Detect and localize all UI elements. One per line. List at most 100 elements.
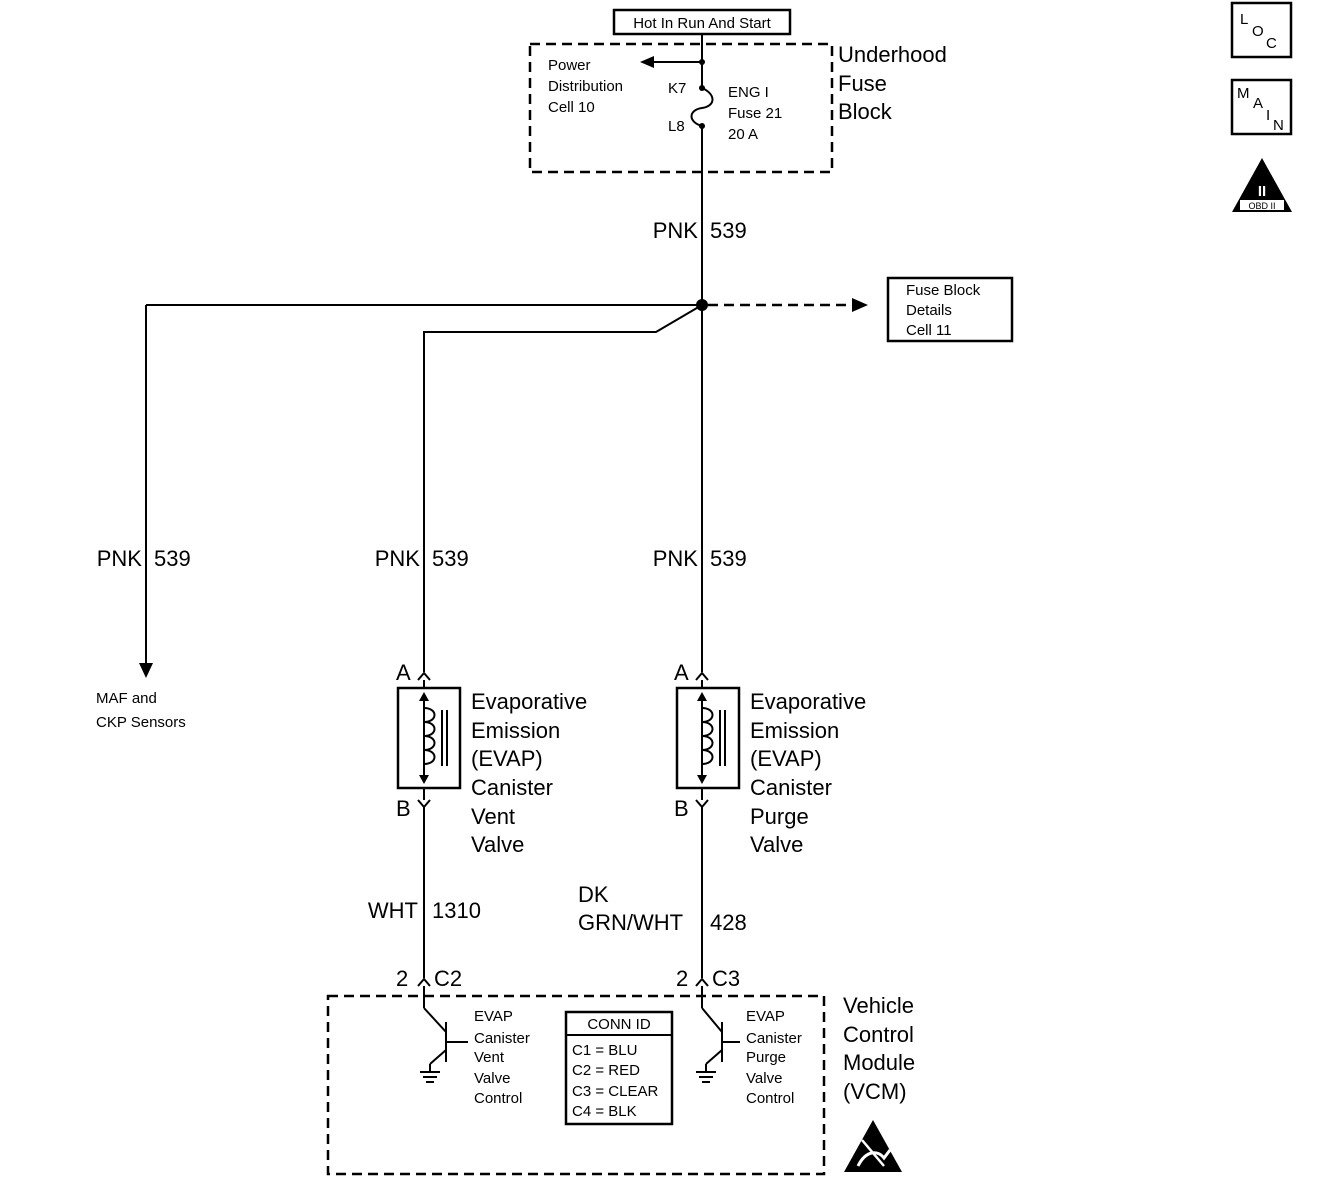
power-distribution-label: Power Distribution Cell 10 (548, 57, 623, 116)
svg-text:EVAP: EVAP (474, 1008, 513, 1025)
svg-text:Power: Power (548, 57, 591, 74)
ref-arrow-head (852, 298, 868, 312)
conn-id-row: C1 = BLU (572, 1042, 637, 1059)
svg-text:A: A (1253, 95, 1263, 112)
svg-text:Fuse 21: Fuse 21 (728, 105, 782, 122)
left-arrow-head (139, 663, 153, 678)
purge-supply-color: PNK (653, 546, 699, 571)
coil-icon (701, 707, 714, 765)
main-icon: M A I N (1230, 78, 1293, 136)
conn-id-table: CONN ID C1 = BLU C2 = RED C3 = CLEAR C4 … (564, 1010, 674, 1126)
fuse-icon (690, 87, 714, 127)
svg-text:Valve: Valve (746, 1070, 782, 1087)
svg-text:Purge: Purge (746, 1049, 786, 1066)
svg-text:Control: Control (474, 1090, 522, 1107)
vent-pin-b: B (396, 796, 411, 821)
vent-supply-wire (423, 304, 703, 672)
svg-text:Distribution: Distribution (548, 78, 623, 95)
loc-icon: L O C (1230, 1, 1293, 59)
conn-id-row: C4 = BLK (572, 1103, 637, 1120)
svg-text:Control: Control (843, 1022, 914, 1047)
vcm-title: Vehicle Control Module (VCM) (843, 993, 915, 1104)
vent-output-circuit: 1310 (432, 898, 481, 923)
connector-icon (417, 671, 431, 681)
svg-text:M: M (1237, 85, 1250, 102)
purge-pin-a: A (674, 660, 689, 685)
connector-icon (695, 799, 709, 809)
svg-text:CKP Sensors: CKP Sensors (96, 714, 186, 731)
vcm-vent-connector: C2 (434, 966, 462, 991)
svg-text:Block: Block (838, 99, 893, 124)
obd-ii-icon: II OBD II (1232, 158, 1292, 212)
solenoid-box (396, 686, 462, 790)
vent-supply-circuit: 539 (432, 546, 469, 571)
vcm-outline (326, 994, 826, 1176)
svg-text:Canister: Canister (750, 775, 832, 800)
purge-output-color-2: GRN/WHT (578, 910, 683, 935)
main-wire-color: PNK (653, 218, 699, 243)
left-destination-label: MAF and CKP Sensors (96, 690, 186, 731)
svg-text:Cell 10: Cell 10 (548, 99, 595, 116)
vcm-purge-pin: 2 (676, 966, 688, 991)
svg-text:C: C (1266, 35, 1277, 52)
svg-text:EVAP: EVAP (746, 1008, 785, 1025)
svg-text:Details: Details (906, 302, 952, 319)
purge-driver-transistor-icon (696, 1007, 740, 1083)
svg-text:Valve: Valve (474, 1070, 510, 1087)
svg-text:Vehicle: Vehicle (843, 993, 914, 1018)
svg-text:Canister: Canister (746, 1030, 802, 1047)
svg-text:II: II (1258, 183, 1266, 200)
ref-box (886, 276, 1014, 343)
connector-icon (695, 977, 709, 987)
vent-driver-label: EVAP Canister Vent Valve Control (474, 1008, 530, 1107)
header-label: Hot In Run And Start (633, 15, 771, 32)
purge-supply-circuit: 539 (710, 546, 747, 571)
vent-supply-color: PNK (375, 546, 421, 571)
svg-text:Fuse: Fuse (838, 71, 887, 96)
esd-warning-icon (844, 1120, 902, 1172)
vent-valve-label: Evaporative Emission (EVAP) Canister Ven… (471, 689, 587, 857)
vent-valve: A B Evaporative Emission (EVAP) Canister… (396, 660, 587, 857)
svg-text:Evaporative: Evaporative (471, 689, 587, 714)
ref-box-label: Fuse Block Details Cell 11 (906, 282, 981, 339)
fuse-block-title: Underhood Fuse Block (838, 42, 947, 124)
coil-icon (423, 707, 436, 765)
connector-icon (417, 977, 431, 987)
svg-text:Canister: Canister (474, 1030, 530, 1047)
svg-text:I: I (1266, 107, 1270, 124)
fuse-block-outline (528, 42, 834, 174)
power-dist-arrow-head (640, 56, 654, 68)
svg-text:OBD II: OBD II (1248, 201, 1275, 211)
conn-id-row: C3 = CLEAR (572, 1083, 658, 1100)
fuse-label: ENG I Fuse 21 20 A (728, 84, 782, 143)
svg-text:(EVAP): (EVAP) (750, 746, 822, 771)
purge-valve-label: Evaporative Emission (EVAP) Canister Pur… (750, 689, 866, 857)
svg-text:(VCM): (VCM) (843, 1079, 907, 1104)
vent-driver-transistor-icon (420, 1007, 468, 1083)
main-wire-circuit: 539 (710, 218, 747, 243)
purge-driver-label: EVAP Canister Purge Valve Control (746, 1008, 802, 1107)
purge-output-circuit: 428 (710, 910, 747, 935)
vent-output-color: WHT (368, 898, 418, 923)
svg-text:Valve: Valve (471, 832, 524, 857)
connector-icon (695, 671, 709, 681)
vcm-vent-pin: 2 (396, 966, 408, 991)
svg-text:Vent: Vent (471, 804, 515, 829)
purge-pin-b: B (674, 796, 689, 821)
left-wire-color: PNK (97, 546, 143, 571)
vcm-purge-connector: C3 (712, 966, 740, 991)
svg-text:Underhood: Underhood (838, 42, 947, 67)
conn-id-title: CONN ID (587, 1016, 651, 1033)
svg-text:Vent: Vent (474, 1049, 505, 1066)
svg-text:ENG I: ENG I (728, 84, 769, 101)
svg-text:Emission: Emission (471, 718, 560, 743)
svg-text:(EVAP): (EVAP) (471, 746, 543, 771)
purge-valve: A B Evaporative Emission (EVAP) Canister… (674, 660, 866, 857)
pin-k7-label: K7 (668, 80, 686, 97)
svg-text:N: N (1273, 117, 1284, 134)
svg-text:O: O (1252, 23, 1264, 40)
pin-l8-label: L8 (668, 118, 685, 135)
purge-output-color-1: DK (578, 882, 609, 907)
svg-text:Fuse Block: Fuse Block (906, 282, 981, 299)
